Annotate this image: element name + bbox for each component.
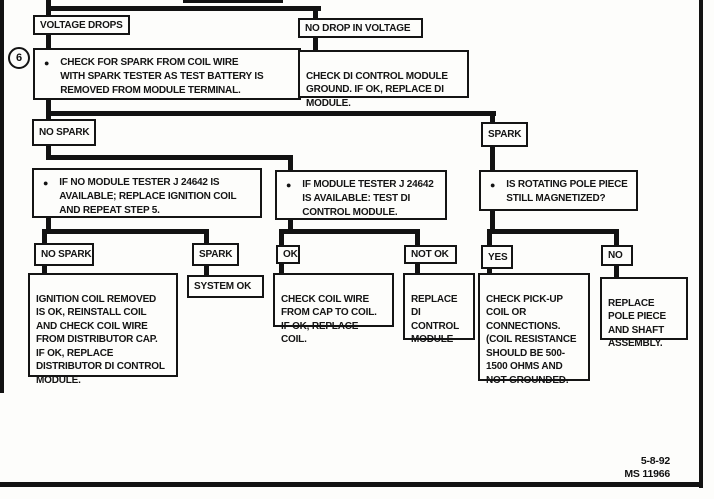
node-check-pickup-coil: CHECK PICK-UP COIL OR CONNECTIONS. (COIL… [478, 273, 590, 386]
node-yes: YES [481, 245, 513, 269]
flow-line [42, 229, 209, 234]
flow-line [415, 262, 420, 274]
flow-line [204, 233, 209, 244]
cropped-line-remnant [183, 0, 283, 3]
flow-line [279, 233, 284, 246]
node-not-ok: NOT OK [404, 245, 457, 264]
page-border-left [0, 0, 4, 393]
flow-line [42, 264, 47, 274]
flow-line [288, 218, 293, 234]
node-ok: OK [276, 245, 300, 264]
flow-line [46, 111, 496, 116]
bullet-icon: ● [43, 178, 49, 188]
step-number-badge: 6 [8, 47, 30, 69]
node-check-di-ground: CHECK DI CONTROL MODULE GROUND. IF OK, R… [298, 50, 469, 109]
node-step6-action: ● CHECK FOR SPARK FROM COIL WIRE WITH SP… [33, 48, 301, 100]
node-ignition-coil-removed: IGNITION COIL REMOVED IS OK, REINSTALL C… [28, 273, 178, 386]
flow-line [46, 155, 293, 160]
page-border-bottom [0, 482, 703, 487]
node-no: NO [601, 245, 633, 266]
node-rotating-pole: ● IS ROTATING POLE PIECE STILL MAGNETIZE… [479, 170, 638, 211]
node-replace-di-module: REPLACE DI CONTROL MODULE [403, 273, 475, 345]
step-number: 6 [15, 52, 23, 64]
footer-doc-number: MS 11966 [624, 468, 670, 480]
node-spark-2: SPARK [192, 243, 239, 266]
flow-line [490, 111, 495, 123]
bullet-icon: ● [490, 180, 496, 190]
page-border-right [699, 0, 703, 488]
flow-line [42, 233, 47, 244]
flow-line [487, 233, 492, 246]
flow-line [46, 216, 51, 233]
node-voltage-drops: VOLTAGE DROPS [33, 15, 130, 35]
document-footer: 5-8-92 MS 11966 [624, 455, 670, 481]
node-check-coil-wire: CHECK COIL WIRE FROM CAP TO COIL. IF OK,… [273, 273, 394, 345]
flow-line [288, 155, 293, 171]
node-if-tester: ● IF MODULE TESTER J 24642 IS AVAILABLE:… [275, 170, 447, 220]
flow-line [487, 229, 619, 234]
node-replace-pole-piece: REPLACE POLE PIECE AND SHAFT ASSEMBLY. [600, 277, 688, 349]
flow-line [614, 264, 619, 278]
node-no-spark-1: NO SPARK [32, 119, 96, 146]
node-if-no-tester: ● IF NO MODULE TESTER J 24642 IS AVAILAB… [32, 168, 262, 218]
flow-line [313, 6, 318, 19]
flow-line [46, 145, 51, 158]
bullet-icon: ● [286, 180, 292, 190]
flow-line [204, 264, 209, 276]
node-system-ok: SYSTEM OK [187, 275, 264, 298]
flow-line [490, 146, 495, 171]
flow-line [614, 233, 619, 246]
flow-line [279, 229, 420, 234]
flow-line [46, 6, 321, 11]
flow-line [490, 210, 495, 233]
flow-line [46, 34, 51, 49]
flow-line [279, 262, 284, 274]
flow-line [487, 267, 492, 274]
node-no-spark-2: NO SPARK [34, 243, 94, 266]
flow-line [313, 37, 318, 51]
node-spark-1: SPARK [481, 122, 528, 147]
node-no-drop-in-voltage: NO DROP IN VOLTAGE [298, 18, 423, 38]
bullet-icon: ● [44, 58, 50, 68]
flow-line [46, 99, 51, 120]
flow-line [415, 233, 420, 246]
footer-date: 5-8-92 [640, 455, 670, 467]
